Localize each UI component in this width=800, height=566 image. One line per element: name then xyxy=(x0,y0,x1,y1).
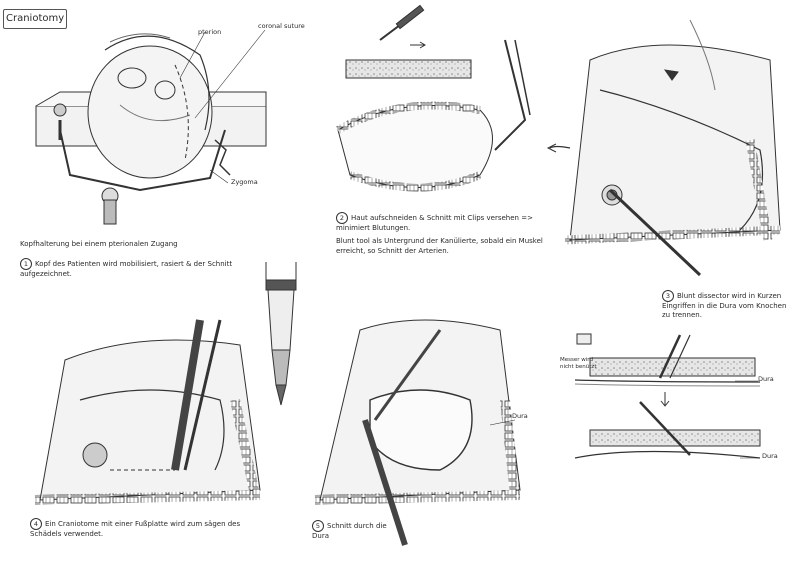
label-dura-step5: Dura xyxy=(512,412,528,420)
caption-intro: Kopfhalterung bei einem pterionalen Zuga… xyxy=(20,240,178,248)
step1-text: Kopf des Patienten wird mobilisiert, ras… xyxy=(20,260,233,278)
skin-incision-drawing xyxy=(336,4,531,192)
craniotome-drawing xyxy=(34,319,261,505)
label-knife-note: Messer wird nicht benützt xyxy=(560,357,597,371)
dura-separation-drawing xyxy=(574,333,761,459)
label-dura-top: Dura xyxy=(758,375,774,383)
step3-text: Blunt dissector wird in Kurzen Eingriffe… xyxy=(662,292,787,320)
step5-number: 5 xyxy=(312,520,324,532)
flap-dissector-drawing xyxy=(546,19,781,277)
step2-number: 2 xyxy=(336,212,348,224)
page-title: Craniotomy xyxy=(6,13,65,24)
step3-number: 3 xyxy=(662,290,674,302)
drill-bit-drawing xyxy=(265,262,297,406)
label-dura-bottom: Dura xyxy=(762,452,778,460)
step2-text-a: Haut aufschneiden & Schnitt mit Clips ve… xyxy=(336,214,533,232)
step4-text: Ein Craniotome mit einer Fußplatte wird … xyxy=(30,520,241,538)
head-holder-drawing xyxy=(35,29,267,225)
step2-text-b: Blunt tool als Untergrund der Kanülierte… xyxy=(336,237,543,255)
dura-cut-drawing xyxy=(314,319,521,546)
step5-text: Schnitt durch die Dura xyxy=(312,522,387,540)
label-zygoma: Zygoma xyxy=(231,178,258,186)
step1-number: 1 xyxy=(20,258,32,270)
title-box xyxy=(3,9,67,29)
step4-number: 4 xyxy=(30,518,42,530)
label-coronal-suture: coronal suture xyxy=(258,22,305,30)
label-pterion: pterion xyxy=(198,28,222,36)
